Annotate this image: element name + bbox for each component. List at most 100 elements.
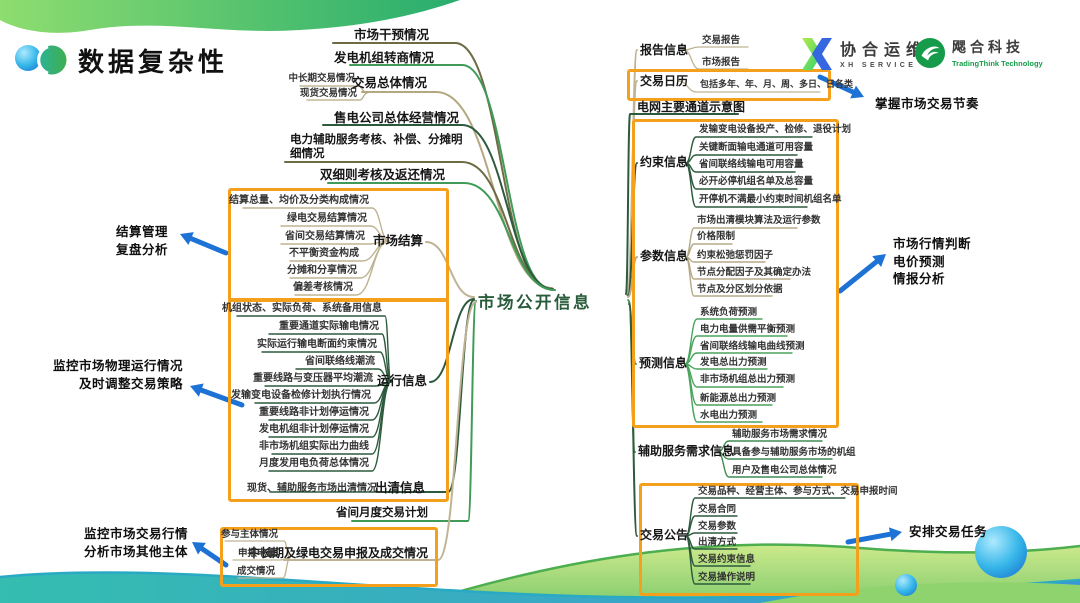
annotation-arrowhead	[850, 85, 864, 99]
mindmap-node: 市场干预情况	[353, 28, 429, 42]
highlight-box	[627, 69, 831, 101]
mindmap-node: 售电公司总体经营情况	[333, 111, 459, 125]
mindmap-node: 电力辅助服务考核、补偿、分摊明细情况	[290, 134, 463, 161]
mindmap-node: 包括多年、年、月、周、多日、日各类	[700, 79, 854, 89]
mindmap-node: 机组状态、实际负荷、系统备用信息	[222, 303, 382, 314]
mindmap-node: 发电总出力预测	[700, 357, 767, 368]
branch-line	[625, 113, 739, 295]
highlight-box	[639, 483, 859, 596]
branch-line	[425, 241, 475, 298]
mindmap-node: 报告信息	[640, 43, 689, 57]
mindmap-node: 省间交易结算情况	[285, 231, 365, 242]
mindmap-node: 重要线路非计划停运情况	[259, 407, 369, 418]
mindmap-node: 必开必停机组名单及总容量	[699, 176, 814, 187]
logo-xh-service: 协合运维 XH SERVICE	[800, 36, 928, 77]
mindmap-node: 运行信息	[376, 374, 427, 388]
branch-line	[232, 557, 291, 561]
annotation-arrow	[845, 531, 893, 545]
page-title: 数据复杂性	[78, 47, 229, 77]
branch-line	[268, 381, 392, 472]
annotation-arrow	[198, 387, 245, 408]
xh-logo-icon	[800, 36, 834, 77]
mindmap-node: 省间月度交易计划	[336, 507, 428, 519]
mindmap-node: 交易约束信息	[698, 554, 756, 565]
mindmap-node: 约束信息	[640, 155, 689, 169]
annotation-arrow	[817, 74, 856, 95]
mindmap-node: 交易品种、经营主体、参与方式、交易申报时间	[698, 486, 898, 497]
mindmap-node: 具备参与辅助服务市场的机组	[732, 447, 856, 458]
mindmap-node: 成交情况	[236, 566, 275, 577]
branch-line	[683, 46, 749, 51]
mindmap-node: 省间联络线潮流	[305, 356, 375, 367]
mindmap-node: 关键断面输电通道可用容量	[699, 142, 814, 153]
annotation-text: 市场行情判断 电价预测 情报分析	[893, 237, 972, 286]
branch-line	[717, 451, 823, 478]
annotation-arrowhead	[180, 232, 194, 246]
mindmap-node: 预测信息	[639, 356, 688, 370]
mindmap-node: 新能源总出力预测	[700, 393, 777, 404]
mindmap-node: 市场报告	[702, 57, 741, 68]
logo-xh-subtitle: XH SERVICE	[840, 62, 917, 69]
branch-line	[237, 557, 291, 579]
branch-line	[677, 80, 821, 93]
highlight-box	[228, 298, 449, 502]
mindmap-node: 节点及分区划分依据	[697, 284, 783, 295]
mindmap-node: 电网主要通道示意图	[637, 100, 746, 114]
mindmap-node: 申报电量	[237, 548, 276, 559]
mindmap-node: 月度发用电负荷总体情况	[259, 458, 369, 469]
mindmap-node: 系统负荷预测	[700, 307, 758, 318]
mindmap-node: 分摊和分享情况	[287, 265, 357, 276]
annotation-text: 监控市场交易行情 分析市场其他主体	[83, 527, 188, 559]
annotation-arrowhead	[888, 527, 902, 542]
annotation-text: 掌握市场交易节奏	[875, 97, 980, 111]
highlight-box	[632, 119, 839, 428]
mindmap-node: 节点分配因子及其确定办法	[697, 267, 812, 278]
tt-logo-icon	[914, 37, 946, 74]
mindmap-node: 现货交易情况	[299, 88, 357, 99]
branch-line	[683, 49, 749, 70]
highlight-box	[220, 527, 438, 587]
bottom-wave-decoration	[0, 526, 1080, 603]
mindmap-node: 双细则考核及返还情况	[319, 168, 445, 182]
logo-tradingthink: 飔合科技 TradingThink Technology	[914, 37, 1043, 74]
mindmap-node: 交易日历	[640, 74, 689, 88]
mindmap-node: 交易合同	[698, 504, 737, 515]
mindmap-node: 参与主体情况	[220, 529, 278, 540]
mindmap-node: 中长期及绿电交易申报及成交情况	[247, 546, 428, 560]
annotation-arrow	[188, 236, 229, 256]
mindmap-root-node: 市场公开信息	[478, 294, 592, 312]
title-database-icon	[36, 44, 68, 81]
annotation-text: 监控市场物理运行情况 及时调整交易策略	[52, 359, 183, 391]
mindmap-node: 现货、辅助服务市场出清情况	[247, 483, 377, 494]
mindmap-node: 电力电量供需平衡预测	[700, 324, 796, 335]
branch-line	[685, 535, 751, 585]
branch-line	[327, 182, 556, 291]
branch-line	[685, 162, 808, 208]
branch-line	[351, 300, 477, 522]
mindmap-node: 省间联络线输电曲线预测	[700, 341, 805, 352]
mindmap-node: 出清方式	[698, 537, 737, 548]
branch-line	[684, 363, 763, 423]
mindmap-node: 中长期交易情况	[288, 73, 355, 84]
mindmap-node: 发输变电设备投产、检修、退役计划	[699, 124, 852, 135]
top-wave-decoration	[0, 0, 460, 71]
annotation-arrowhead	[190, 383, 204, 397]
mindmap-node: 重要通道实际输电情况	[279, 321, 379, 332]
mindmap-node: 开停机不满最小约束时间机组名单	[699, 194, 842, 205]
mindmap-node: 交易参数	[698, 521, 737, 532]
mindmap-node: 市场结算	[372, 234, 423, 248]
branch-line	[685, 256, 773, 297]
branch-line	[306, 92, 368, 101]
mindmap-node: 非市场机组实际出力曲线	[259, 441, 369, 452]
mindmap-node: 实际运行输电断面约束情况	[257, 339, 377, 350]
mindmap-node: 发输变电设备检修计划执行情况	[231, 390, 371, 401]
mindmap-node: 结算总量、均价及分类构成情况	[229, 195, 369, 206]
logo-tt-name: 飔合科技	[952, 39, 1024, 55]
branch-line	[385, 299, 475, 493]
mindmap-node: 交易报告	[702, 35, 741, 46]
mindmap-node: 市场出清模块算法及运行参数	[697, 215, 821, 226]
mindmap-node: 水电出力预测	[700, 410, 758, 421]
annotation-text: 安排交易任务	[909, 525, 988, 539]
